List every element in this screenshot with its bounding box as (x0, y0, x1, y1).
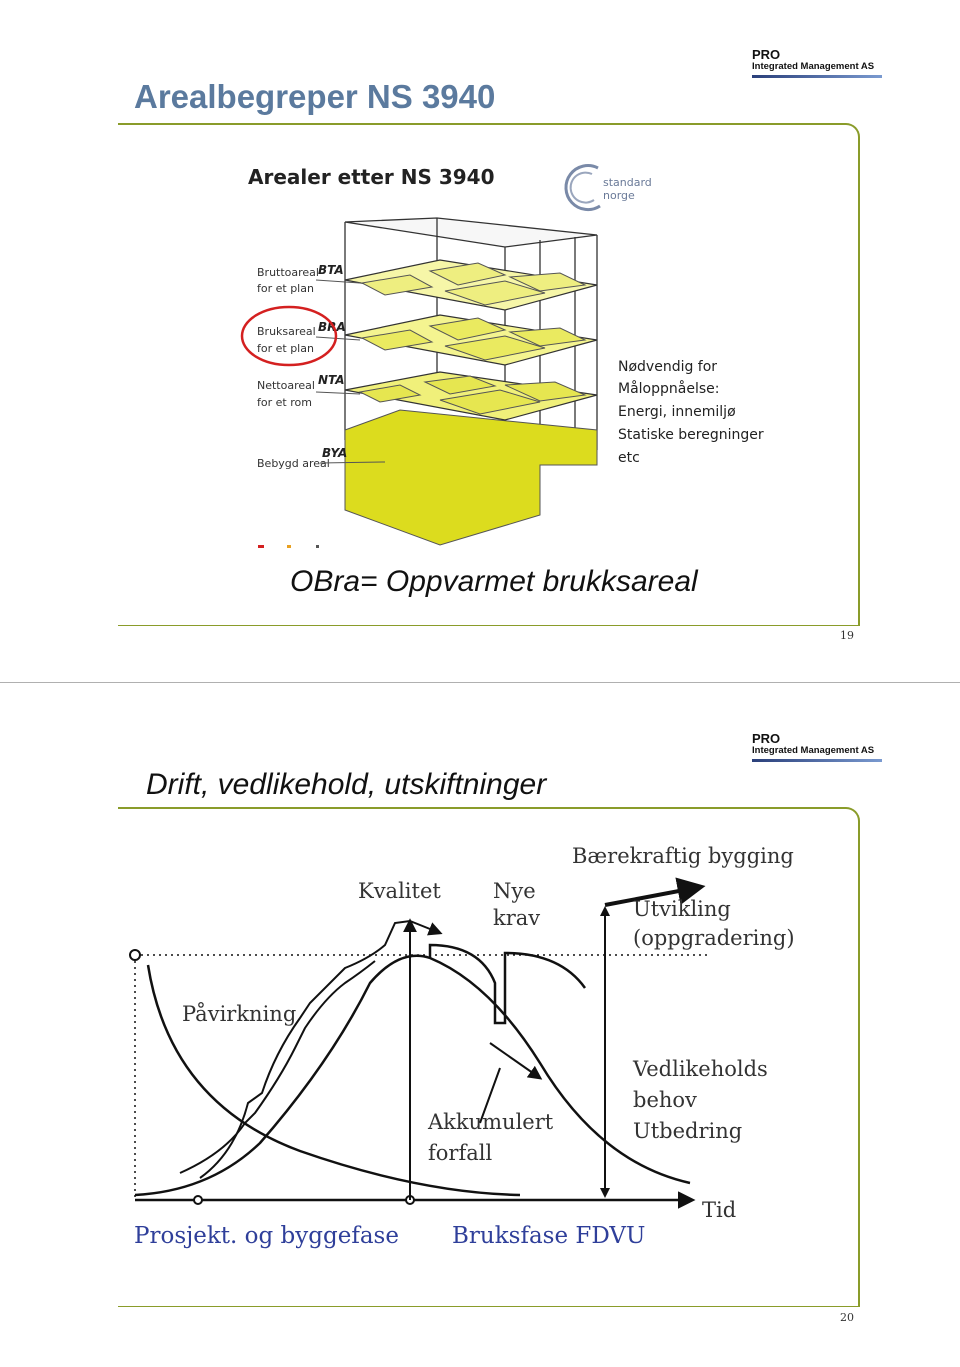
requirements-note: Nødvendig for Måloppnåelse: Energi, inne… (618, 359, 764, 466)
quality-bell-curve (134, 954, 691, 1197)
label-oppgradering: (oppgradering) (633, 926, 795, 950)
code-nta: NTA (318, 373, 345, 387)
decline-arrow (489, 1042, 543, 1080)
slide-separator (0, 682, 960, 683)
lifecycle-diagram: Bærekraftig bygging Kvalitet Nye krav Ut… (129, 844, 795, 1249)
bra-highlight-circle (240, 305, 338, 367)
label-bra-line1: Bruksareal (257, 325, 316, 338)
area-labels: Bruttoareal for et plan BTA Bruksareal f… (240, 263, 386, 470)
note-line-3: Energi, innemiljø (618, 404, 736, 420)
label-baerekraftig: Bærekraftig bygging (572, 844, 794, 868)
note-line-2: Måloppnåelse: (618, 380, 719, 397)
label-nta-line2: for et rom (257, 396, 312, 409)
slide-caption: OBra= Oppvarmet brukksareal (290, 565, 698, 598)
quality-stepped-curve-2 (179, 960, 376, 1174)
code-bta: BTA (318, 263, 344, 277)
slide-title: Drift, vedlikehold, utskiftninger (146, 768, 547, 801)
label-krav: krav (493, 906, 540, 930)
note-line-5: etc (618, 450, 640, 466)
floor-bta (344, 259, 598, 311)
label-utvikling: Utvikling (633, 897, 731, 921)
floor-nta-rooms (358, 375, 587, 415)
maintenance-scallops (428, 943, 587, 1025)
slide-19: Arealbegreper NS 3940 PRO Integrated Man… (0, 0, 960, 682)
brand-bar (752, 75, 882, 78)
slide-20: PRO Integrated Management AS Drift, vedl… (0, 683, 960, 1367)
axis-origin-marker (129, 949, 141, 961)
label-prosjekt: Prosjekt. og byggefase (134, 1223, 399, 1249)
label-kvalitet: Kvalitet (358, 879, 441, 903)
label-utbedring: Utbedring (633, 1119, 742, 1143)
label-bya: Bebygd areal (257, 457, 330, 470)
brand-company: Integrated Management AS (752, 745, 875, 756)
label-behov: behov (633, 1088, 697, 1112)
note-line-4: Statiske beregninger (618, 427, 764, 443)
logo-text-1: standard (603, 176, 652, 189)
company-logo: PRO Integrated Management AS (752, 48, 882, 78)
floor-bra (344, 314, 598, 366)
quality-stepped-curve-1 (199, 919, 443, 1179)
floor-bta-rooms (360, 262, 587, 306)
accumulated-decay-pointer (479, 1067, 501, 1124)
code-bra: BRA (318, 320, 346, 334)
phase-marker-1 (193, 1195, 203, 1205)
page-number: 20 (840, 1311, 854, 1324)
impact-curve (146, 964, 521, 1197)
brand-pro: PRO (752, 47, 781, 62)
slide-frame-bottom (118, 1306, 860, 1307)
label-forfall: forfall (428, 1141, 492, 1165)
ground-plane-bya (344, 409, 598, 546)
label-vedlikeholds: Vedlikeholds (632, 1057, 768, 1081)
page-number: 19 (840, 629, 854, 642)
slide-title: Arealbegreper NS 3940 (134, 78, 496, 115)
label-tid: Tid (702, 1198, 736, 1222)
ns3940-figure: Arealer etter NS 3940 standard norge (240, 164, 764, 548)
label-nye: Nye (493, 879, 536, 903)
floor-bra-rooms (360, 317, 587, 361)
label-bta-line2: for et plan (257, 282, 314, 295)
label-bta-line1: Bruttoareal (257, 266, 319, 279)
diagram-labels: Bærekraftig bygging Kvalitet Nye krav Ut… (134, 844, 795, 1249)
slide-frame (118, 807, 860, 1307)
standard-norge-logo: standard norge (564, 164, 652, 212)
brand-pro: PRO (752, 731, 781, 746)
code-bya: BYA (322, 446, 347, 460)
note-line-1: Nødvendig for (618, 359, 717, 375)
label-akkumulert: Akkumulert (427, 1110, 554, 1134)
brand-bar (752, 759, 882, 762)
decorative-dots (258, 545, 319, 548)
brand-company: Integrated Management AS (752, 61, 875, 72)
logo-text-2: norge (603, 189, 635, 202)
label-bruksfase: Bruksfase FDVU (452, 1223, 645, 1249)
slide-frame (118, 123, 860, 625)
label-nta-line1: Nettoareal (257, 379, 315, 392)
company-logo: PRO Integrated Management AS (752, 732, 882, 762)
label-pavirkning: Påvirkning (182, 1002, 296, 1026)
sustainability-arrow (604, 877, 706, 907)
label-bra-line2: for et plan (257, 342, 314, 355)
slide-frame-bottom (118, 625, 860, 626)
figure-heading: Arealer etter NS 3940 (248, 165, 495, 189)
